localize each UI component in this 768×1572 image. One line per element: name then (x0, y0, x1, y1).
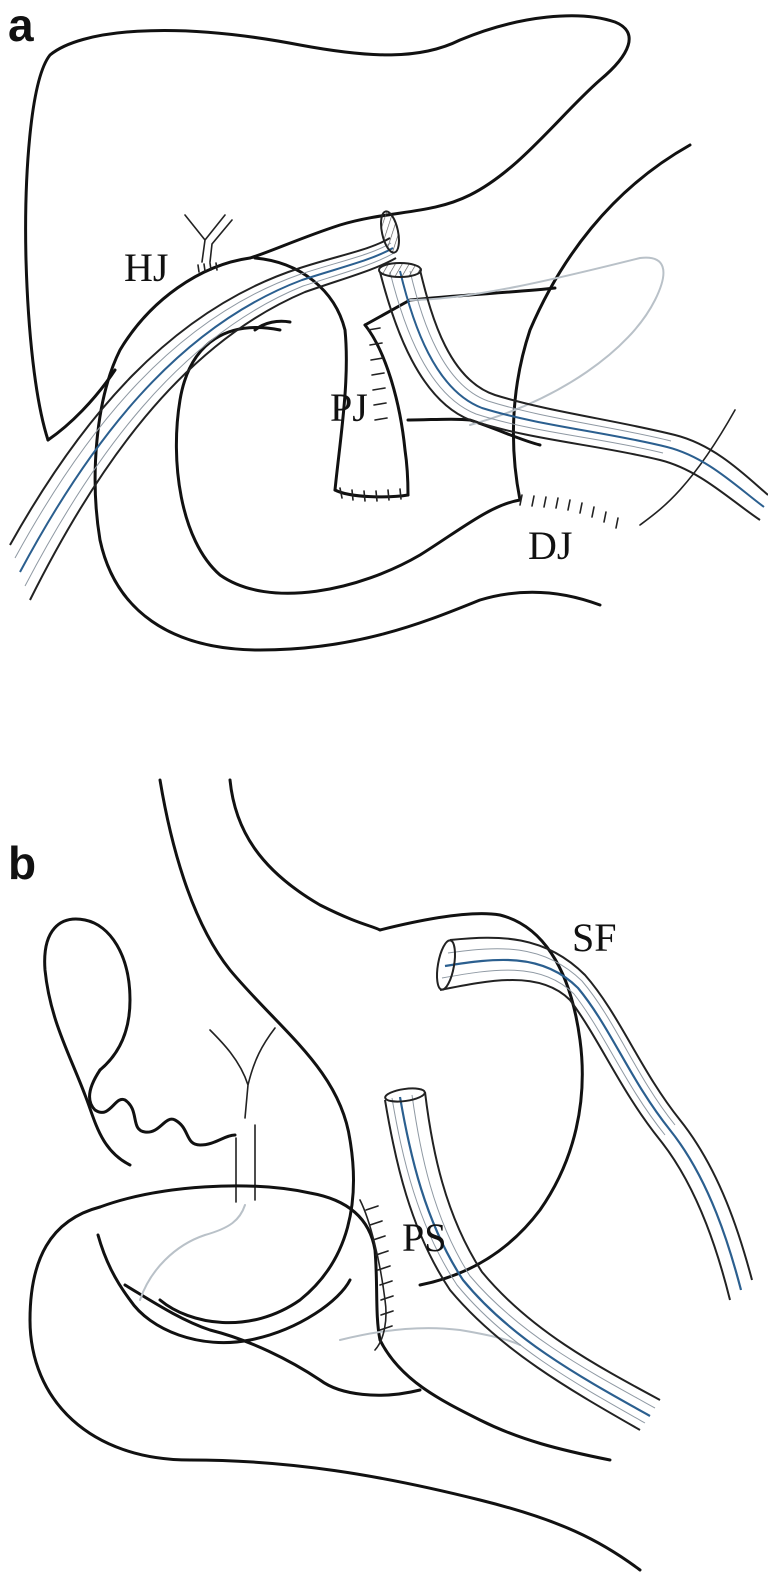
stent-tube-ps (384, 1087, 661, 1431)
label-hj: HJ (124, 245, 169, 290)
ghost-curve-1 (139, 1204, 246, 1301)
pj-limb-right (363, 323, 410, 497)
dj-anastomosis-stitches (519, 494, 619, 529)
panel-label-a: a (8, 0, 34, 51)
liver-outline (24, 14, 631, 442)
lower-inner-line (123, 1283, 422, 1397)
lower-loop-inner (98, 1184, 612, 1462)
bile-duct-y (184, 214, 233, 263)
ghost-pancreas-body (409, 256, 665, 426)
label-sf: SF (572, 915, 617, 960)
panel-label-b: b (8, 837, 37, 889)
panel-b: b (0, 740, 768, 1572)
pj-limb-end (333, 488, 410, 499)
stent-tube-sf (436, 936, 753, 1301)
stomach-inner (228, 778, 584, 1287)
gallbladder-shape (43, 917, 132, 1167)
right-curve-lower (639, 409, 736, 526)
stent-tube-pj (378, 262, 768, 521)
lower-wedge (96, 1233, 352, 1345)
label-dj: DJ (528, 523, 573, 568)
jejunal-loop-inner-top (253, 319, 292, 332)
right-organ-outline (511, 143, 692, 502)
jejunal-loop-inner (174, 326, 522, 595)
bile-duct-y-b (209, 1027, 276, 1203)
stomach-outer (158, 778, 355, 1325)
ps-anastomosis-stitches (359, 1199, 394, 1351)
duodenal-wave (88, 1068, 237, 1147)
jejunal-loop-outer (93, 256, 602, 652)
panel-a: a (0, 0, 768, 700)
lower-loop-outer (28, 1205, 642, 1572)
label-ps: PS (402, 1215, 447, 1260)
stent-tube-hj (9, 210, 400, 601)
label-pj: PJ (330, 385, 368, 430)
ghost-curve-2 (339, 1327, 521, 1346)
pj-anastomosis-stitches (339, 327, 402, 502)
hj-stitches (197, 262, 218, 273)
panel-a-illustration (9, 14, 768, 652)
panel-b-illustration (28, 778, 753, 1572)
